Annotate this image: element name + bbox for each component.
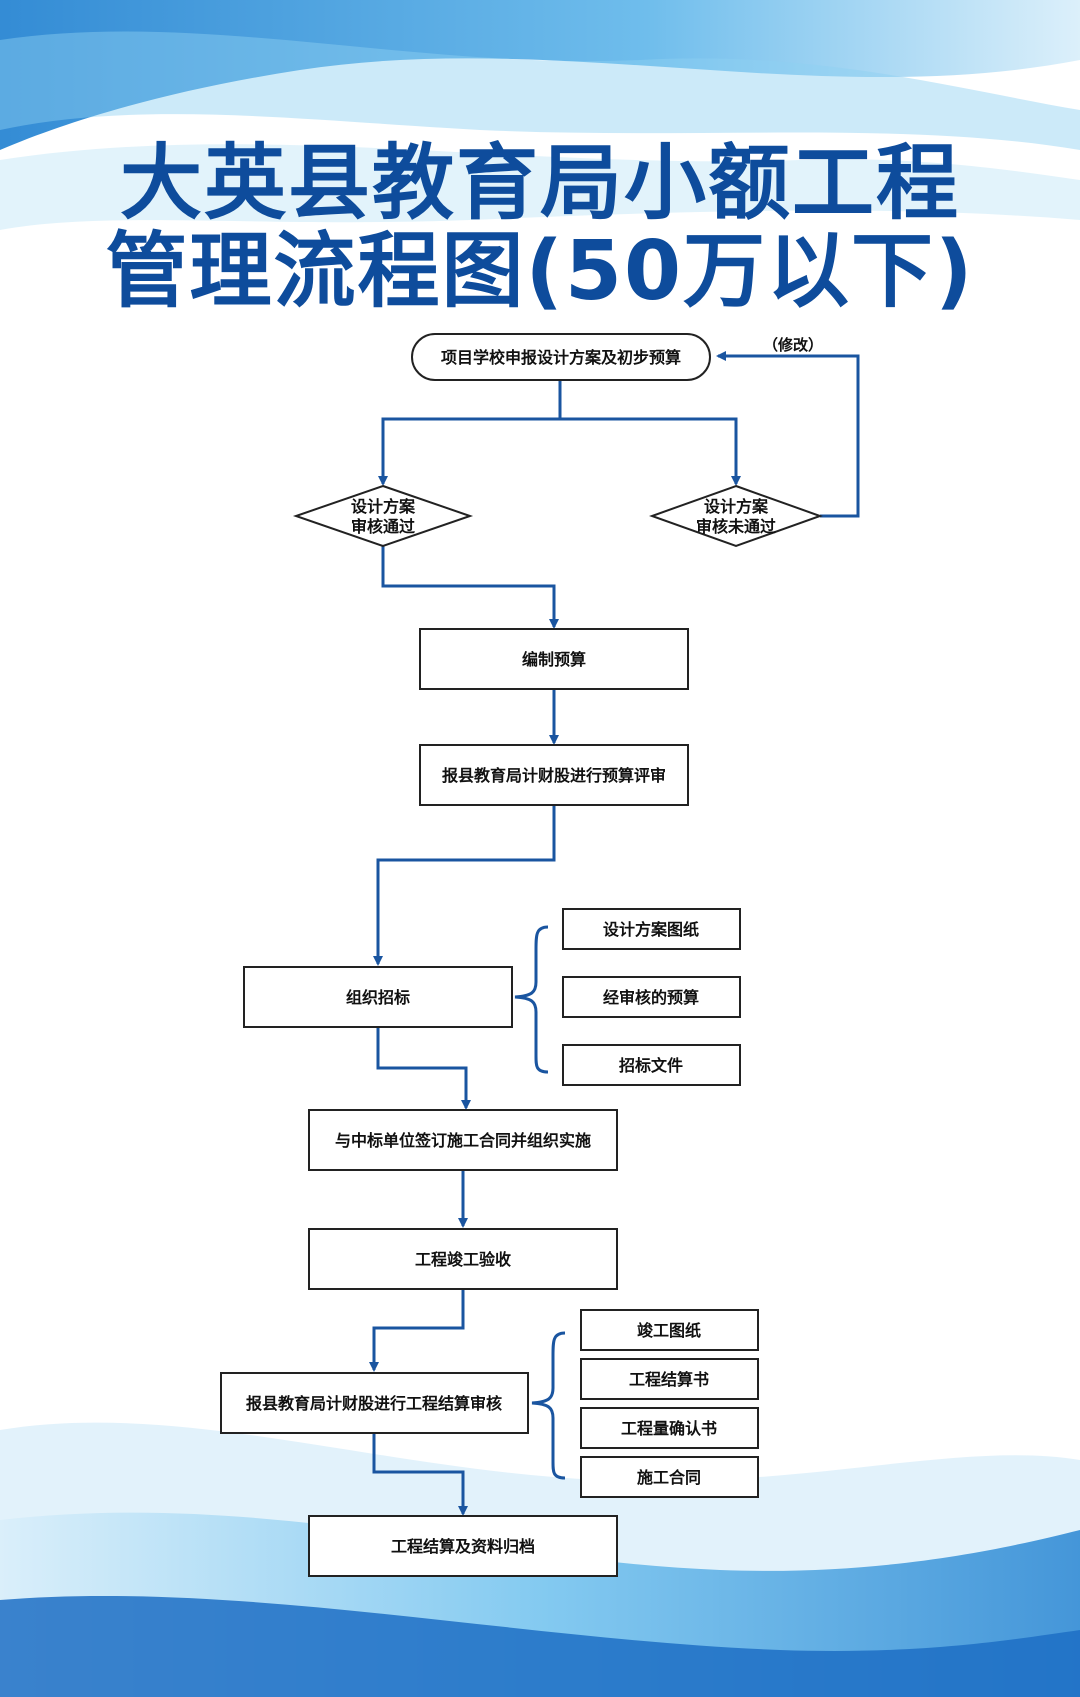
bid-doc-box-1: [562, 908, 741, 950]
connector-settlement-to-archive: [372, 1433, 468, 1516]
settlement-doc-label-1: 竣工图纸: [637, 1321, 701, 1340]
start-terminal: [411, 333, 711, 381]
start-label: 项目学校申报设计方案及初步预算: [441, 348, 681, 367]
settlement-doc-box-2: [580, 1358, 759, 1400]
bid-doc-label-1: 设计方案图纸: [603, 920, 699, 939]
contract-label: 与中标单位签订施工合同并组织实施: [335, 1131, 591, 1150]
archive-box: [308, 1515, 618, 1577]
bid-doc-box-3: [562, 1044, 741, 1086]
decision-pass-line-2: 审核通过: [351, 517, 415, 536]
settlement-doc-box-3: [580, 1407, 759, 1449]
connector-to-pass: [378, 417, 560, 486]
decision-pass: [292, 484, 474, 548]
review-box: [419, 744, 689, 806]
revise-note: （修改）: [763, 336, 823, 354]
page-title-line-2: 管理流程图(50万以下): [105, 224, 975, 319]
budget-label: 编制预算: [522, 650, 586, 669]
connector-to-fail: [560, 417, 741, 486]
bidding-box: [243, 966, 513, 1028]
page-title-line-1: 大英县教育局小额工程: [119, 136, 960, 231]
decision-pass-line-1: 设计方案: [351, 497, 416, 516]
brace-group: [514, 925, 566, 1480]
archive-label: 工程结算及资料归档: [391, 1537, 535, 1556]
bid-doc-box-2: [562, 976, 741, 1018]
bid-doc-label-3: 招标文件: [619, 1056, 683, 1075]
bidding-label: 组织招标: [346, 988, 410, 1007]
decision-fail: [649, 484, 823, 548]
review-label: 报县教育局计财股进行预算评审: [442, 766, 666, 785]
decision-fail-line-2: 审核未通过: [696, 517, 776, 536]
brace-bid-docs: [514, 925, 549, 1074]
decision-fail-line-1: 设计方案: [704, 497, 769, 516]
settlement-doc-label-3: 工程量确认书: [621, 1419, 717, 1438]
settlement-review-box: [220, 1372, 529, 1434]
contract-box: [308, 1109, 618, 1171]
connector-review-to-bidding: [373, 806, 556, 966]
settlement-review-label: 报县教育局计财股进行工程结算审核: [246, 1394, 502, 1413]
brace-settlement-docs: [531, 1331, 566, 1480]
budget-box: [419, 628, 689, 690]
connector-pass-to-budget: [381, 546, 559, 629]
flow-connectors: [369, 351, 860, 1516]
acceptance-box: [308, 1228, 618, 1290]
settlement-doc-box-1: [580, 1309, 759, 1351]
settlement-doc-box-4: [580, 1456, 759, 1498]
connector-bidding-to-contract: [376, 1027, 471, 1110]
bid-doc-label-2: 经审核的预算: [603, 988, 699, 1007]
connector-acceptance-to-settlement: [369, 1289, 465, 1372]
connector-revise-loop: [716, 351, 860, 518]
settlement-doc-label-4: 施工合同: [637, 1468, 701, 1487]
acceptance-label: 工程竣工验收: [415, 1250, 511, 1269]
settlement-doc-label-2: 工程结算书: [629, 1370, 709, 1389]
